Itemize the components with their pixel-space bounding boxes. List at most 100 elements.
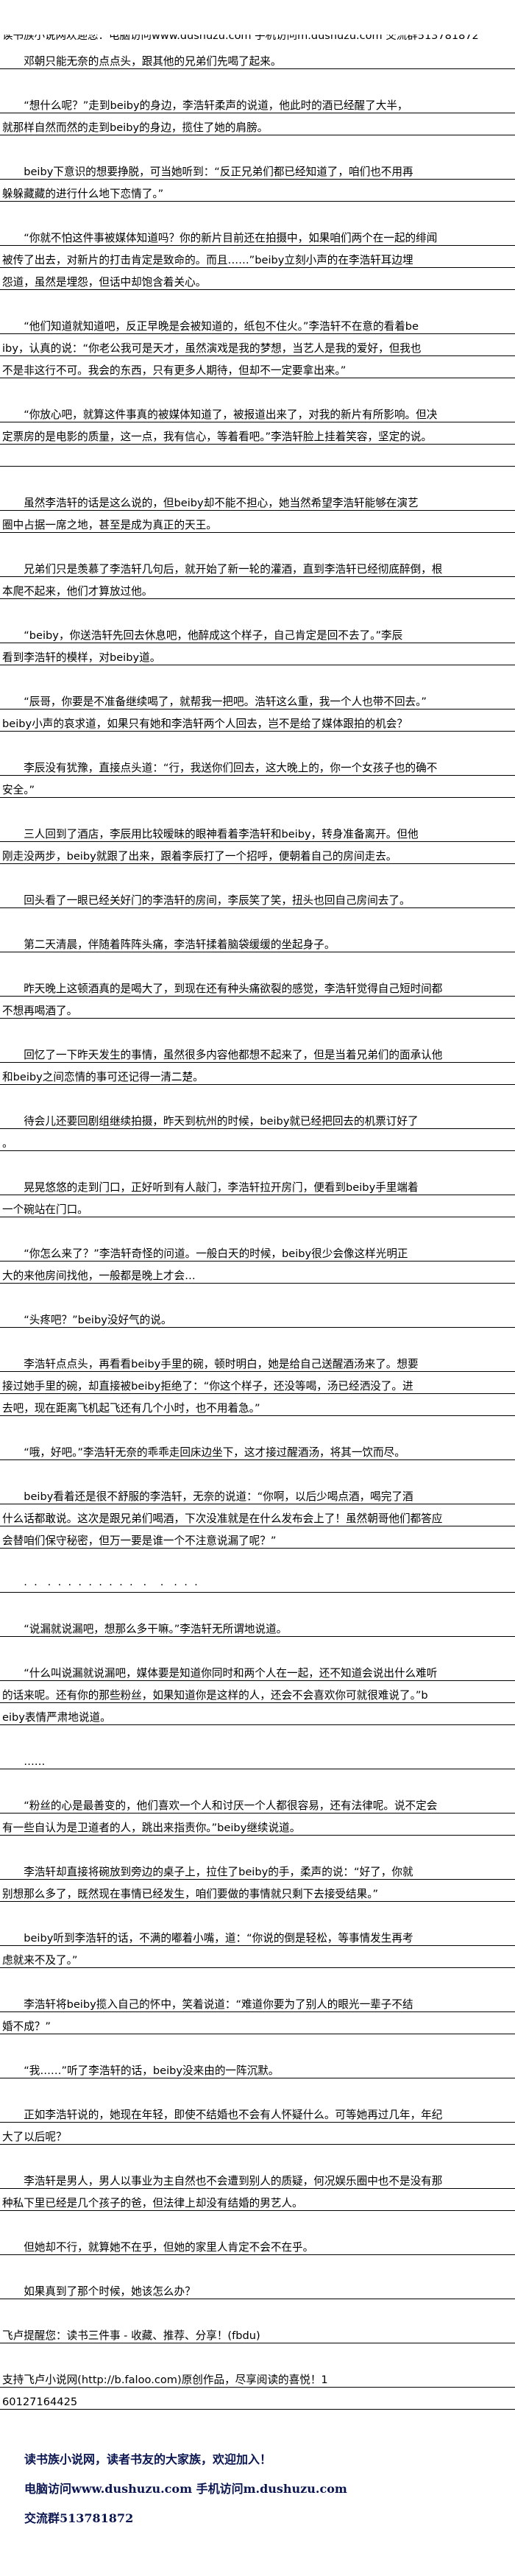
text-line: 如果真到了那个时候，她该怎么办？ (0, 2277, 515, 2299)
text-line: “你怎么来了？”李浩轩奇怪的问道。一般白天的时候，beiby很少会像这样光明正 (0, 1239, 515, 1262)
text-line: 一个碗站在门口。 (0, 1195, 515, 1217)
paragraph-gap (0, 1637, 515, 1659)
line-text: 李辰没有犹豫，直接点头道：“行，我送你们回去，这大晚上的，你一个女孩子也的确不 (2, 762, 438, 774)
paragraph: “头疼吧？”beiby没好气的说。 (0, 1306, 515, 1328)
line-text: beiby看着还是很不舒服的李浩轩，无奈的说道：“你啊，以后少喝点酒，喝完了酒 (2, 1490, 413, 1503)
text-line: 有一些自认为是卫道者的人，跳出来指责你。”beiby继续说道。 (0, 1814, 515, 1836)
paragraph: “他们知道就知道吧，反正早晚是会被知道的，纸包不住火。”李浩轩不在意的看着be i… (0, 312, 515, 378)
text-line: “他们知道就知道吧，反正早晚是会被知道的，纸包不住火。”李浩轩不在意的看着be (0, 312, 515, 334)
text-line: · · · · · · · · · · · · · · · · (0, 1571, 515, 1593)
line-text: 如果真到了那个时候，她该怎么办？ (2, 2285, 196, 2298)
text-line: 本爬不起来，他们才算放过他。 (0, 577, 515, 599)
line-text: 李浩轩却直接将碗放到旁边的桌子上，拉住了beiby的手，柔声的说：“好了，你就 (2, 1866, 413, 1878)
line-text: 虑就来不及了。” (2, 1954, 78, 1967)
paragraph-gap (0, 202, 515, 224)
paragraph: beiby听到李浩轩的话，不满的嘟着小嘴，道：“你说的倒是轻松，等事情发生再考虑… (0, 1924, 515, 1968)
footer-group: 交流群513781872 (24, 2511, 134, 2525)
paragraph: 兄弟们只是羡慕了李浩轩几句后，就开始了新一轮的灌酒，直到李浩轩已经彻底醉倒，根本… (0, 555, 515, 599)
line-text: “你就不怕这件事被媒体知道吗？你的新片目前还在拍摄中，如果咱们两个在一起的绯闻 (2, 232, 438, 244)
line-text: 本爬不起来，他们才算放过他。 (2, 585, 153, 598)
text-line: 待会儿还要回剧组继续拍摄，昨天到杭州的时候，beiby就已经把回去的机票订好了 (0, 1107, 515, 1129)
text-line: 的话来呢。还有你的那些粉丝，如果知道你是这样的人，还会不会喜欢你可就很难说了。”… (0, 1681, 515, 1703)
line-text: 但她却不行，就算她不在乎，但她的家里人肯定不会不在乎。 (2, 2241, 314, 2254)
text-line: beiby听到李浩轩的话，不满的嘟着小嘴，道：“你说的倒是轻松，等事情发生再考 (0, 1924, 515, 1946)
line-text: 回忆了一下昨天发生的事情，虽然很多内容他都想不起来了，但是当着兄弟们的面承认他 (2, 1049, 443, 1061)
line-text: “粉丝的心是最善变的，他们喜欢一个人和讨厌一个人都很容易，还有法律呢。说不定会 (2, 1800, 438, 1812)
line-text: beiby下意识的想要挣脱，可当她听到：“反正兄弟们都已经知道了，咱们也不用再 (2, 166, 413, 178)
line-text: iby，认真的说：“你老公我可是天才，虽然演戏是我的梦想，当艺人是我的爱好，但我… (2, 342, 422, 355)
paragraph-gap (0, 732, 515, 754)
paragraph-gap (0, 2034, 515, 2056)
text-line: 圈中占据一席之地，甚至是成为真正的天王。 (0, 511, 515, 533)
line-text: 回头看了一眼已经关好门的李浩轩的房间，李辰笑了笑，扭头也回自己房间去了。 (2, 894, 411, 907)
footer-welcome: 读书族小说网，读者书友的大家族，欢迎加入！ (24, 2452, 272, 2466)
paragraph: 昨天晚上这顿酒真的是喝大了，到现在还有种头痛欲裂的感觉，李浩轩觉得自己短时间都不… (0, 974, 515, 1019)
line-text: 躲躲藏藏的进行什么地下恋情了。” (2, 188, 164, 200)
line-text: 会替咱们保守秘密，但万一要是谁一个不注意说漏了呢？” (2, 1535, 277, 1547)
text-line: “我……”听了李浩轩的话，beiby没来由的一阵沉默。 (0, 2056, 515, 2078)
line-text: 定票房的是电影的质量，这一点，我有信心，等着看吧。”李浩轩脸上挂着笑容，坚定的说… (2, 431, 433, 443)
paragraph: “粉丝的心是最善变的，他们喜欢一个人和讨厌一个人都很容易，还有法律呢。说不定会有… (0, 1791, 515, 1836)
footer-urls[interactable]: 电脑访问www.dushuzu.com 手机访问m.dushuzu.com (24, 2482, 347, 2496)
text-line: 会替咱们保守秘密，但万一要是谁一个不注意说漏了呢？” (0, 1526, 515, 1549)
text-line: 回头看了一眼已经关好门的李浩轩的房间，李辰笑了笑，扭头也回自己房间去了。 (0, 886, 515, 908)
text-line: “什么叫说漏就说漏吧，媒体要是知道你同时和两个人在一起，还不知道会说出什么难听 (0, 1659, 515, 1681)
paragraph-gap (0, 2211, 515, 2233)
line-text: 邓朝只能无奈的点点头，跟其他的兄弟们先喝了起来。 (2, 55, 282, 68)
text-line: 支持飞卢小说网(http://b.faloo.com)原创作品，尽享阅读的喜悦！… (0, 2366, 515, 2388)
paragraph-gap (0, 1725, 515, 1747)
text-line: 李浩轩点点头，再看看beiby手里的碗，顿时明白，她是给自己送醒酒汤来了。想要 (0, 1350, 515, 1372)
text-line: 大了以后呢？ (0, 2123, 515, 2145)
chapter-body: 邓朝只能无奈的点点头，跟其他的兄弟们先喝了起来。 “想什么呢？”走到beiby的… (0, 47, 515, 2410)
paragraph: 邓朝只能无奈的点点头，跟其他的兄弟们先喝了起来。 (0, 47, 515, 69)
line-text: 不想再喝酒了。 (2, 1005, 78, 1017)
text-line: 晃晃悠悠的走到门口，正好听到有人敲门，李浩轩拉开房门，便看到beiby手里端着 (0, 1173, 515, 1195)
text-line: 60127164425 (0, 2388, 515, 2410)
text-line: 李浩轩将beiby揽入自己的怀中，笑着说道：“难道你要为了别人的眼光一辈子不结 (0, 1990, 515, 2012)
line-text: 待会儿还要回剧组继续拍摄，昨天到杭州的时候，beiby就已经把回去的机票订好了 (2, 1115, 419, 1128)
line-text: 飞卢提醒您：读书三件事 - 收藏、推荐、分享！(fbdu) (2, 2329, 260, 2342)
text-line: 什么话都敢说。这次是跟兄弟们喝酒，下次没准就是在什么发布会上了！虽然朝哥他们都答… (0, 1504, 515, 1526)
paragraph-gap (0, 1151, 515, 1173)
paragraph-gap (0, 1460, 515, 1482)
line-text: 正如李浩轩说的，她现在年轻，即使不结婚也不会有人怀疑什么。可等她再过几年，年纪 (2, 2109, 443, 2121)
site-footer: 读书族小说网，读者书友的大家族，欢迎加入！ 电脑访问www.dushuzu.co… (24, 2451, 347, 2539)
text-line: 李浩轩是男人，男人以事业为主自然也不会遭到别人的质疑，何况娱乐圈中也不是没有那 (0, 2167, 515, 2189)
line-text: “说漏就说漏吧，想那么多干嘛。”李浩轩无所谓地说道。 (2, 1623, 288, 1635)
text-line: 看到李浩轩的模样，对beiby道。 (0, 643, 515, 665)
text-line: 被传了出去，对新片的打击肯定是致命的。而且……”beiby立刻小声的在李浩轩耳边… (0, 246, 515, 268)
text-line: 和beiby之间恋情的事可还记得一清二楚。 (0, 1063, 515, 1085)
text-line: 虑就来不及了。” (0, 1946, 515, 1968)
paragraph-gap (0, 135, 515, 158)
paragraph-gap (0, 1549, 515, 1571)
paragraph: beiby看着还是很不舒服的李浩轩，无奈的说道：“你啊，以后少喝点酒，喝完了酒什… (0, 1482, 515, 1549)
line-text: 和beiby之间恋情的事可还记得一清二楚。 (2, 1071, 204, 1083)
line-text: 李浩轩是男人，男人以事业为主自然也不会遭到别人的质疑，何况娱乐圈中也不是没有那 (2, 2175, 443, 2187)
line-text: eiby表情严肃地说道。 (2, 1711, 111, 1724)
text-line: eiby表情严肃地说道。 (0, 1703, 515, 1725)
text-line: …… (0, 1747, 515, 1769)
text-line: 安全。” (0, 776, 515, 798)
text-line: 正如李浩轩说的，她现在年轻，即使不结婚也不会有人怀疑什么。可等她再过几年，年纪 (0, 2101, 515, 2123)
text-line: 第二天清晨，伴随着阵阵头痛，李浩轩揉着脑袋缓缓的坐起身子。 (0, 930, 515, 952)
text-line: “你就不怕这件事被媒体知道吗？你的新片目前还在拍摄中，如果咱们两个在一起的绯闻 (0, 224, 515, 246)
text-line: 。 (0, 1129, 515, 1151)
line-text: 圈中占据一席之地，甚至是成为真正的天王。 (2, 519, 217, 531)
text-line: “想什么呢？”走到beiby的身边，李浩轩柔声的说道，他此时的酒已经醒了大半， (0, 91, 515, 113)
paragraph: 李浩轩却直接将碗放到旁边的桌子上，拉住了beiby的手，柔声的说：“好了，你就别… (0, 1858, 515, 1902)
text-line (0, 445, 515, 467)
paragraph: “你就不怕这件事被媒体知道吗？你的新片目前还在拍摄中，如果咱们两个在一起的绯闻被… (0, 224, 515, 290)
paragraph-gap (0, 1593, 515, 1615)
text-line: 种私下里已经是几个孩子的爸，但法律上却没有结婚的男艺人。 (0, 2189, 515, 2211)
paragraph: “什么叫说漏就说漏吧，媒体要是知道你同时和两个人在一起，还不知道会说出什么难听的… (0, 1659, 515, 1725)
line-text: 大了以后呢？ (2, 2131, 67, 2143)
line-text: 别想那么多了，既然现在事情已经发生，咱们要做的事情就只剩下去接受结果。” (2, 1888, 379, 1900)
text-line: 怨道，虽然是埋怨，但话中却饱含着关心。 (0, 268, 515, 290)
paragraph-gap (0, 1217, 515, 1239)
text-line: 去吧，现在距离飞机起飞还有几个小时，也不用着急。” (0, 1394, 515, 1416)
paragraph-gap (0, 952, 515, 974)
paragraph: 支持飞卢小说网(http://b.faloo.com)原创作品，尽享阅读的喜悦！… (0, 2366, 515, 2410)
text-line: 婚不成？” (0, 2012, 515, 2034)
paragraph-gap (0, 69, 515, 91)
paragraph: 第二天清晨，伴随着阵阵头痛，李浩轩揉着脑袋缓缓的坐起身子。 (0, 930, 515, 952)
